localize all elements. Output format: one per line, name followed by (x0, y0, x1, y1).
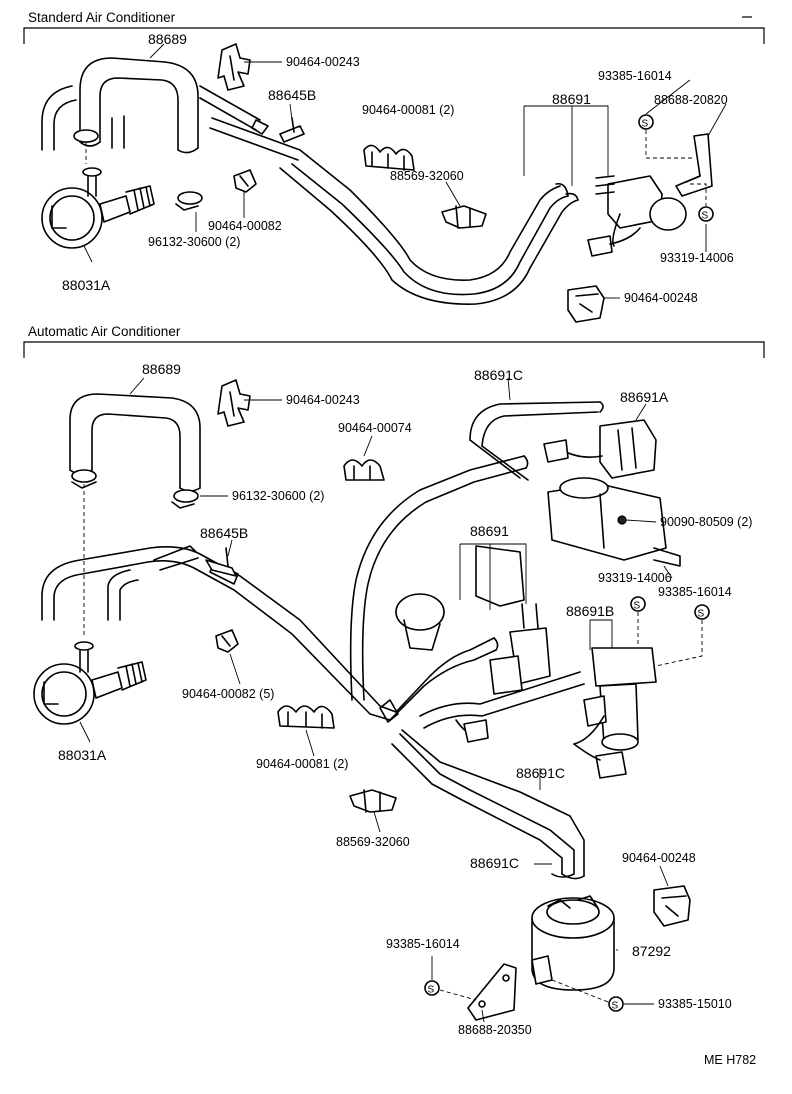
label-88689-standard: 88689 (148, 31, 187, 47)
screw-marker-text: S (634, 601, 641, 612)
label-88569-32060-standard: 88569-32060 (390, 169, 464, 183)
clip-set-90464-00081-standard (363, 144, 415, 171)
label-93319-14006-standard: 93319-14006 (660, 251, 734, 265)
clip-90464-00082-standard (233, 169, 257, 193)
screw-marker-text: S (698, 609, 705, 620)
label-90464-00081-automatic: 90464-00081 (2) (256, 757, 348, 771)
actuator-88031A-standard (41, 167, 155, 249)
hose-88689-standard (41, 57, 199, 154)
control-unit-88691A-body (547, 477, 681, 567)
automatic-section-frame (23, 341, 765, 358)
screw-marker-text: S (612, 1001, 619, 1012)
clip-90464-00248-standard (567, 285, 605, 323)
label-90464-00243-standard: 90464-00243 (286, 55, 360, 69)
standard-section-frame (23, 27, 765, 44)
label-88691A: 88691A (620, 389, 669, 405)
label-90464-00082-automatic: 90464-00082 (5) (182, 687, 274, 701)
screw-markers-standard: S S (85, 114, 714, 222)
hose-clamp-96132-standard (73, 129, 203, 211)
clip-88569-32060-automatic (349, 789, 397, 813)
leaders-standard (83, 43, 727, 299)
fitting-88645B-automatic (205, 547, 237, 577)
vacuum-tank-87292 (531, 895, 615, 991)
standard-section-title: Standerd Air Conditioner (28, 10, 176, 25)
label-88691C-top: 88691C (474, 367, 523, 383)
label-90464-00074: 90464-00074 (338, 421, 412, 435)
screw-markers-automatic: S S S S (424, 596, 710, 1012)
label-88031A-standard: 88031A (62, 277, 111, 293)
clip-90464-00082-automatic (215, 629, 239, 653)
clip-90464-00243-automatic (217, 379, 251, 427)
screw-marker-text: S (428, 985, 435, 996)
label-93385-15010: 93385-15010 (658, 997, 732, 1011)
vacuum-tubes-standard (199, 85, 579, 305)
label-93319-14006-automatic: 93319-14006 (598, 571, 672, 585)
label-88689-automatic: 88689 (142, 361, 181, 377)
label-88031A-automatic: 88031A (58, 747, 107, 763)
clip-90464-00248-automatic (653, 885, 691, 927)
screw-marker-text: S (702, 211, 709, 222)
clip-90464-00243-standard (217, 43, 251, 91)
label-88688-20350: 88688-20350 (458, 1023, 532, 1037)
actuator-88031A-automatic (33, 641, 147, 725)
leaders-automatic (79, 377, 673, 1023)
label-88645B-standard: 88645B (268, 87, 316, 103)
label-93385-16014-left: 93385-16014 (386, 937, 460, 951)
bracket-88688-20350 (467, 963, 517, 1021)
label-90090-80509: 90090-80509 (2) (660, 515, 752, 529)
label-90464-00082-standard: 90464-00082 (208, 219, 282, 233)
automatic-section-title: Automatic Air Conditioner (28, 324, 181, 339)
label-88691C-low: 88691C (470, 855, 519, 871)
label-88688-20820: 88688-20820 (654, 93, 728, 107)
label-90464-00081-standard: 90464-00081 (2) (362, 103, 454, 117)
label-90464-00243-automatic: 90464-00243 (286, 393, 360, 407)
label-88691C-mid: 88691C (516, 765, 565, 781)
bracket-88688-20820 (675, 133, 713, 197)
clip-88569-32060-standard (441, 205, 487, 229)
hose-clamp-96132-automatic (71, 469, 199, 509)
label-88691-automatic: 88691 (470, 523, 509, 539)
vsv-88691-standard (587, 175, 687, 257)
screw-marker-text: S (642, 119, 649, 130)
label-88569-32060-automatic: 88569-32060 (336, 835, 410, 849)
clip-90464-00074 (343, 459, 385, 481)
label-90464-00248-standard: 90464-00248 (624, 291, 698, 305)
vsv-88691B (573, 647, 657, 779)
label-93385-16014-right: 93385-16014 (658, 585, 732, 599)
label-96132-30600-standard: 96132-30600 (2) (148, 235, 240, 249)
clip-set-90464-00081-automatic (277, 705, 335, 729)
vsv-88691A (543, 419, 657, 479)
label-88645B-automatic: 88645B (200, 525, 248, 541)
label-88691B: 88691B (566, 603, 614, 619)
label-87292: 87292 (632, 943, 671, 959)
vsv-88691-automatic (395, 545, 551, 743)
label-90464-00248-automatic: 90464-00248 (622, 851, 696, 865)
label-88691-standard: 88691 (552, 91, 591, 107)
diagram-code: ME H782 (704, 1053, 756, 1067)
label-93385-16014-standard: 93385-16014 (598, 69, 672, 83)
vacuum-tubes-automatic (41, 401, 604, 880)
label-96132-30600-automatic: 96132-30600 (2) (232, 489, 324, 503)
fitting-88645B-standard (279, 117, 305, 143)
